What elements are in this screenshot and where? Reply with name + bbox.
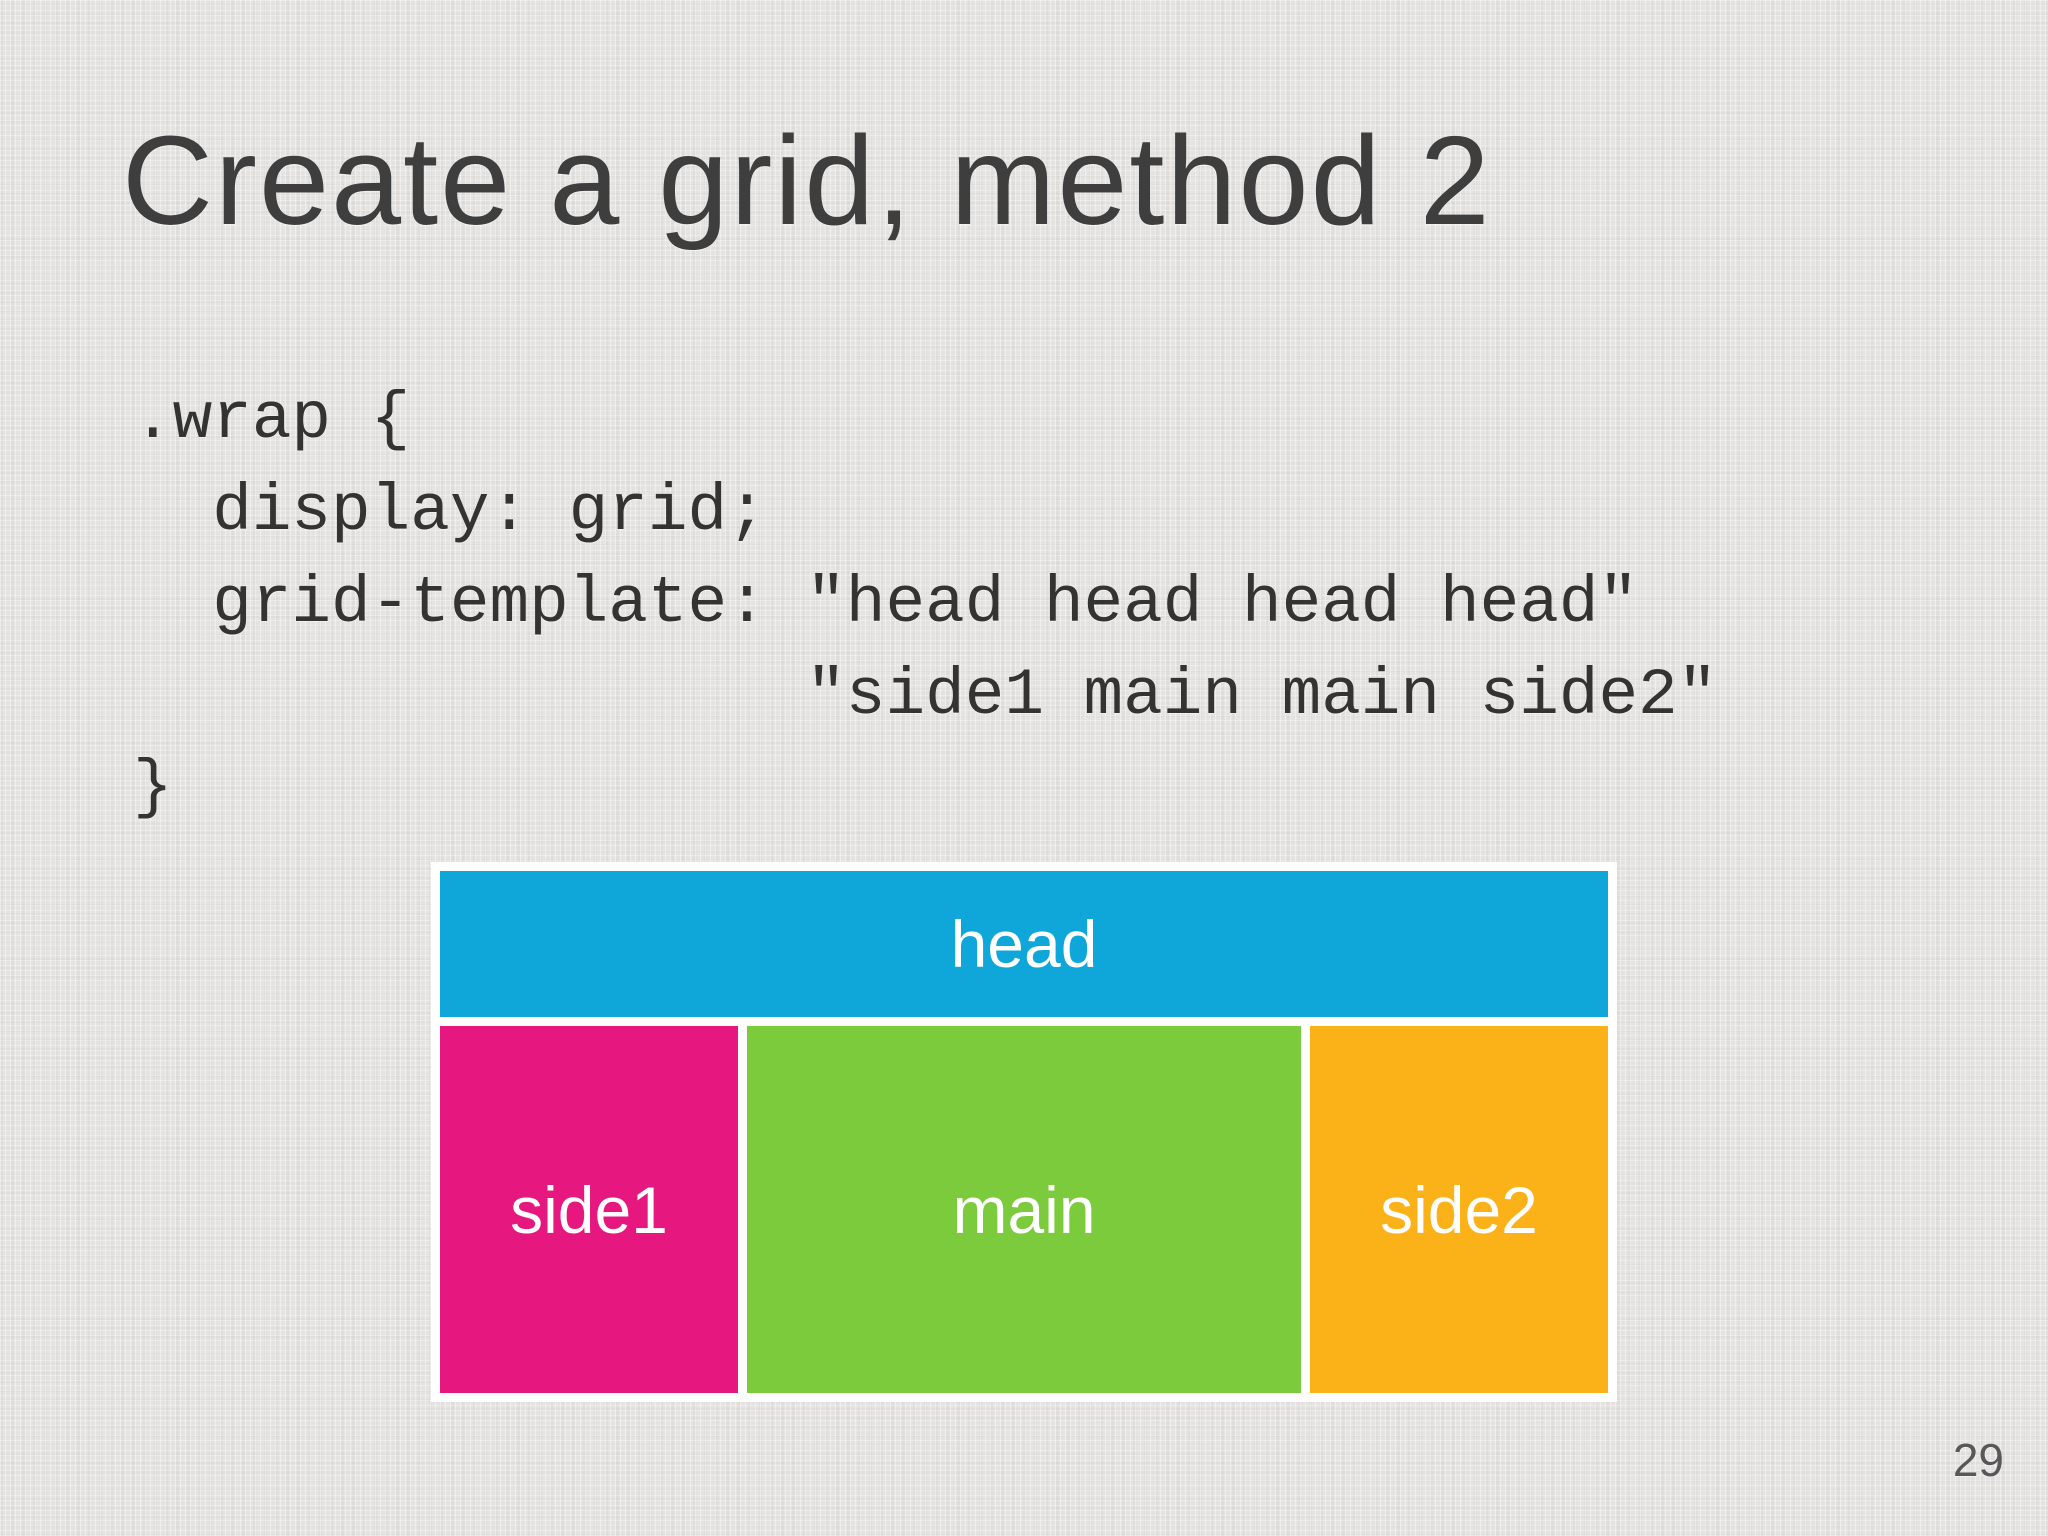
grid-area-main: main <box>747 1026 1301 1393</box>
grid-area-side1: side1 <box>440 1026 738 1393</box>
code-line: grid-template: "head head head head" <box>133 566 1639 641</box>
code-line: "side1 main main side2" <box>133 658 1718 733</box>
grid-area-main-label: main <box>952 1172 1096 1247</box>
grid-area-head-label: head <box>950 907 1098 981</box>
code-line: } <box>133 750 173 825</box>
grid-diagram: head side1 main side2 <box>431 862 1617 1402</box>
code-line: display: grid; <box>133 474 767 549</box>
grid-area-side2-label: side2 <box>1380 1172 1538 1247</box>
code-block: .wrap { display: grid; grid-template: "h… <box>133 374 1717 834</box>
grid-area-side2: side2 <box>1310 1026 1608 1393</box>
page-number: 29 <box>1952 1434 2004 1486</box>
grid-area-side1-label: side1 <box>510 1172 668 1247</box>
code-line: .wrap { <box>133 382 411 457</box>
slide-title: Create a grid, method 2 <box>122 110 1492 251</box>
grid-area-head: head <box>440 871 1608 1017</box>
